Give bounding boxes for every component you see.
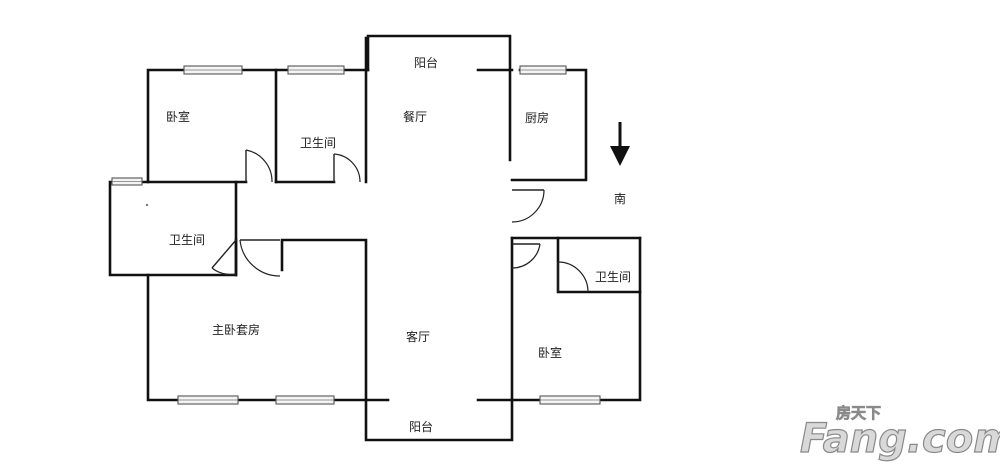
compass: 南 <box>610 122 630 206</box>
watermark-brand-en: Fang.com <box>800 416 1000 462</box>
label-kitchen: 厨房 <box>525 110 549 125</box>
label-bedroom-nw: 卧室 <box>166 109 190 124</box>
window-master-left <box>177 395 239 405</box>
doors <box>211 149 589 293</box>
label-master-suite: 主卧套房 <box>212 322 260 337</box>
room-labels: 阳台 餐厅 厨房 卧室 卫生间 卫生间 卫生间 主卧套房 客厅 卧室 阳台 <box>166 55 631 434</box>
wall-bedroom-se-right <box>598 236 642 402</box>
window-master-right <box>275 395 335 405</box>
fixture-dot <box>145 203 149 207</box>
window-kitchen <box>519 65 567 75</box>
wall-balcony-top <box>366 34 512 162</box>
wall-master-suite <box>146 273 180 402</box>
window-bedroom-nw <box>183 65 243 75</box>
label-balcony-top: 阳台 <box>414 55 438 70</box>
window-bath-west <box>111 177 143 186</box>
door-bedroom-se <box>511 243 541 269</box>
windows <box>111 65 601 405</box>
door-bedroom-nw <box>245 149 273 183</box>
watermark-logo: 房天下 Fang.com <box>799 404 1000 463</box>
label-bath-west: 卫生间 <box>169 233 205 247</box>
label-bedroom-se: 卧室 <box>538 345 562 360</box>
label-bath-upper: 卫生间 <box>300 136 336 150</box>
walls <box>108 34 642 442</box>
watermark-brand-cn: 房天下 <box>836 404 881 422</box>
wall-master-suite-top <box>280 238 368 400</box>
wall-bedroom-nw <box>146 68 370 182</box>
window-bath-upper <box>287 65 345 75</box>
window-bedroom-se <box>539 395 601 405</box>
label-balcony-bottom: 阳台 <box>409 419 433 434</box>
label-living: 客厅 <box>406 329 430 344</box>
compass-label: 南 <box>614 191 626 206</box>
door-bath-upper <box>333 153 361 183</box>
down-arrow-icon <box>610 122 630 166</box>
label-bath-east: 卫生间 <box>595 270 631 284</box>
door-kitchen <box>511 189 545 223</box>
door-bath-east <box>557 261 589 293</box>
wall-kitchen <box>510 68 588 182</box>
door-master-suite <box>239 239 281 277</box>
wall-balcony-bottom <box>364 236 514 442</box>
door-bath-west <box>211 239 237 276</box>
label-dining: 餐厅 <box>403 109 427 124</box>
